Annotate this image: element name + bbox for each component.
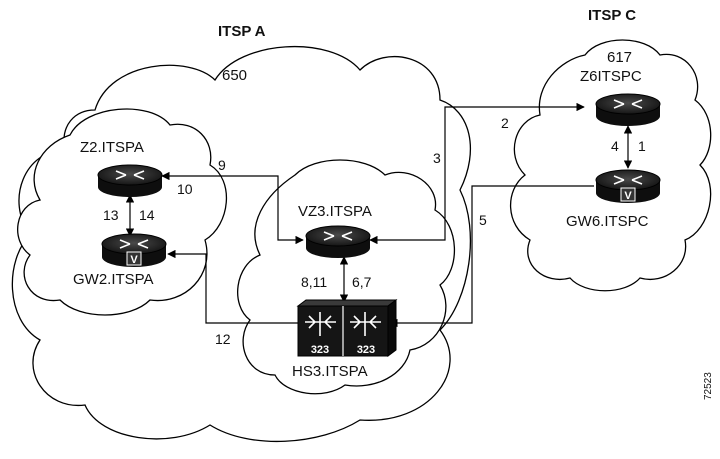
h323-switch-icon: 323 323 <box>296 299 398 357</box>
router-icon <box>305 225 371 258</box>
link-gw2-hs3 <box>167 249 300 324</box>
step-1: 1 <box>638 138 646 154</box>
link-z2-vz3 <box>161 171 304 245</box>
itsp-c-title: ITSP C <box>588 7 636 24</box>
itsp-a-title: ITSP A <box>218 23 266 40</box>
z2-label: Z2.ITSPA <box>80 139 144 156</box>
gateway-icon: V <box>595 169 661 203</box>
step-4: 4 <box>611 138 619 154</box>
link-hs3-gw6 <box>389 185 594 328</box>
step-2: 2 <box>501 115 509 131</box>
step-13: 13 <box>103 207 119 223</box>
step-10: 10 <box>177 181 193 197</box>
step-9: 9 <box>218 157 226 173</box>
itsp-c-zone-number: 617 <box>607 49 632 66</box>
hs3-port-right: 323 <box>357 344 375 356</box>
gateway-icon: V <box>101 233 167 267</box>
zone-z2-cloud <box>17 108 228 316</box>
gw2-badge: V <box>130 254 138 266</box>
figure-id: 72523 <box>703 372 714 400</box>
router-icon <box>97 164 163 197</box>
step-5: 5 <box>479 212 487 228</box>
vz3-label: VZ3.ITSPA <box>298 203 372 220</box>
link-vz3-z6 <box>369 102 585 245</box>
step-12: 12 <box>215 331 231 347</box>
gw6-badge: V <box>624 190 632 202</box>
z6-label: Z6ITSPC <box>580 68 642 85</box>
itsp-a-zone-number: 650 <box>222 67 247 84</box>
step-6-7: 6,7 <box>352 274 372 290</box>
hs3-port-left: 323 <box>311 344 329 356</box>
step-3: 3 <box>433 150 441 166</box>
step-14: 14 <box>139 207 155 223</box>
hs3-label: HS3.ITSPA <box>292 363 368 380</box>
router-icon <box>595 93 661 126</box>
gw6-label: GW6.ITSPC <box>566 213 649 230</box>
step-8-11: 8,11 <box>301 274 327 290</box>
gw2-label: GW2.ITSPA <box>73 271 154 288</box>
